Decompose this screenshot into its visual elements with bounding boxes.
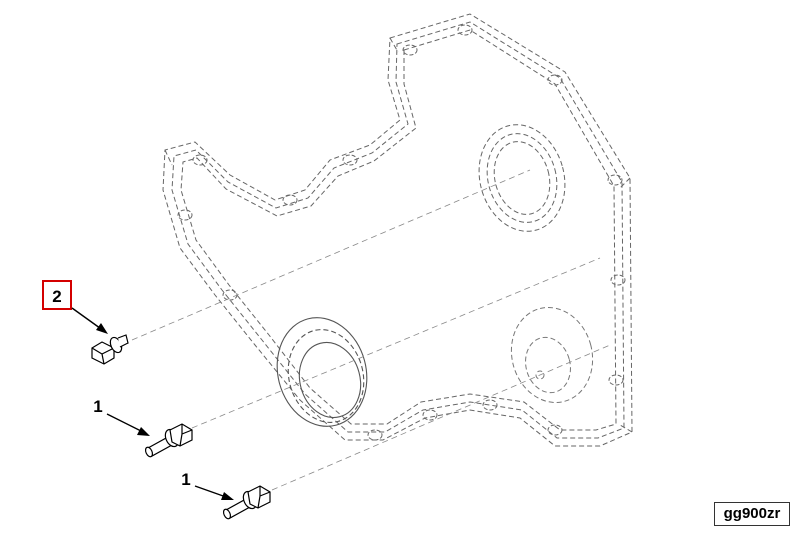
boss-6	[608, 374, 624, 386]
boss-9	[422, 409, 438, 421]
gear-cover-lip	[164, 37, 633, 433]
boss-3	[547, 74, 563, 86]
boss-7	[547, 424, 563, 436]
boss-12	[177, 209, 193, 221]
gear-cover-outer-edge	[162, 13, 633, 447]
arrowhead-1-middle	[137, 427, 150, 436]
arrowhead-1-bottom	[221, 492, 234, 500]
callout-1-middle: 1	[93, 397, 150, 436]
explode-line-bolt-2	[131, 169, 531, 341]
boss-11	[222, 289, 238, 301]
rear-hub-boss	[510, 306, 594, 404]
arrowhead-2	[96, 323, 108, 334]
crankshaft-seal-bore	[276, 317, 368, 427]
hex-flange-bolt-long-middle	[144, 423, 193, 458]
figure-reference-code: gg900zr	[714, 502, 790, 526]
explode-line-bolt-1a	[191, 257, 601, 429]
boss-14	[282, 194, 298, 206]
boss-2	[457, 24, 473, 36]
hex-flange-bolt-long-bottom	[222, 485, 271, 520]
boss-10	[367, 429, 383, 441]
callout-arrow-1-bottom	[194, 485, 227, 498]
boss-13	[192, 154, 208, 166]
boss-8	[482, 399, 498, 411]
callout-label-1-middle: 1	[93, 397, 102, 416]
callout-1-bottom: 1	[181, 470, 234, 500]
gear-cover-mid-edge	[171, 21, 625, 439]
bolt-bosses	[177, 24, 626, 441]
gear-cover-inner-edge	[180, 29, 617, 431]
boss-4	[607, 174, 623, 186]
callout-label-1-bottom: 1	[181, 470, 190, 489]
boss-1	[402, 44, 418, 56]
hex-flange-bolt-short	[91, 334, 129, 365]
callout-highlight-box	[42, 280, 72, 310]
callout-arrow-1-middle	[106, 413, 144, 433]
gear-cover	[162, 13, 633, 447]
boss-15	[342, 154, 358, 166]
boss-5	[610, 274, 626, 286]
explode-lines	[131, 169, 611, 491]
upper-seal-bore	[478, 124, 566, 232]
callout-2: 2	[42, 280, 108, 334]
explode-line-bolt-1b	[271, 344, 611, 491]
callout-label-2: 2	[52, 287, 61, 306]
